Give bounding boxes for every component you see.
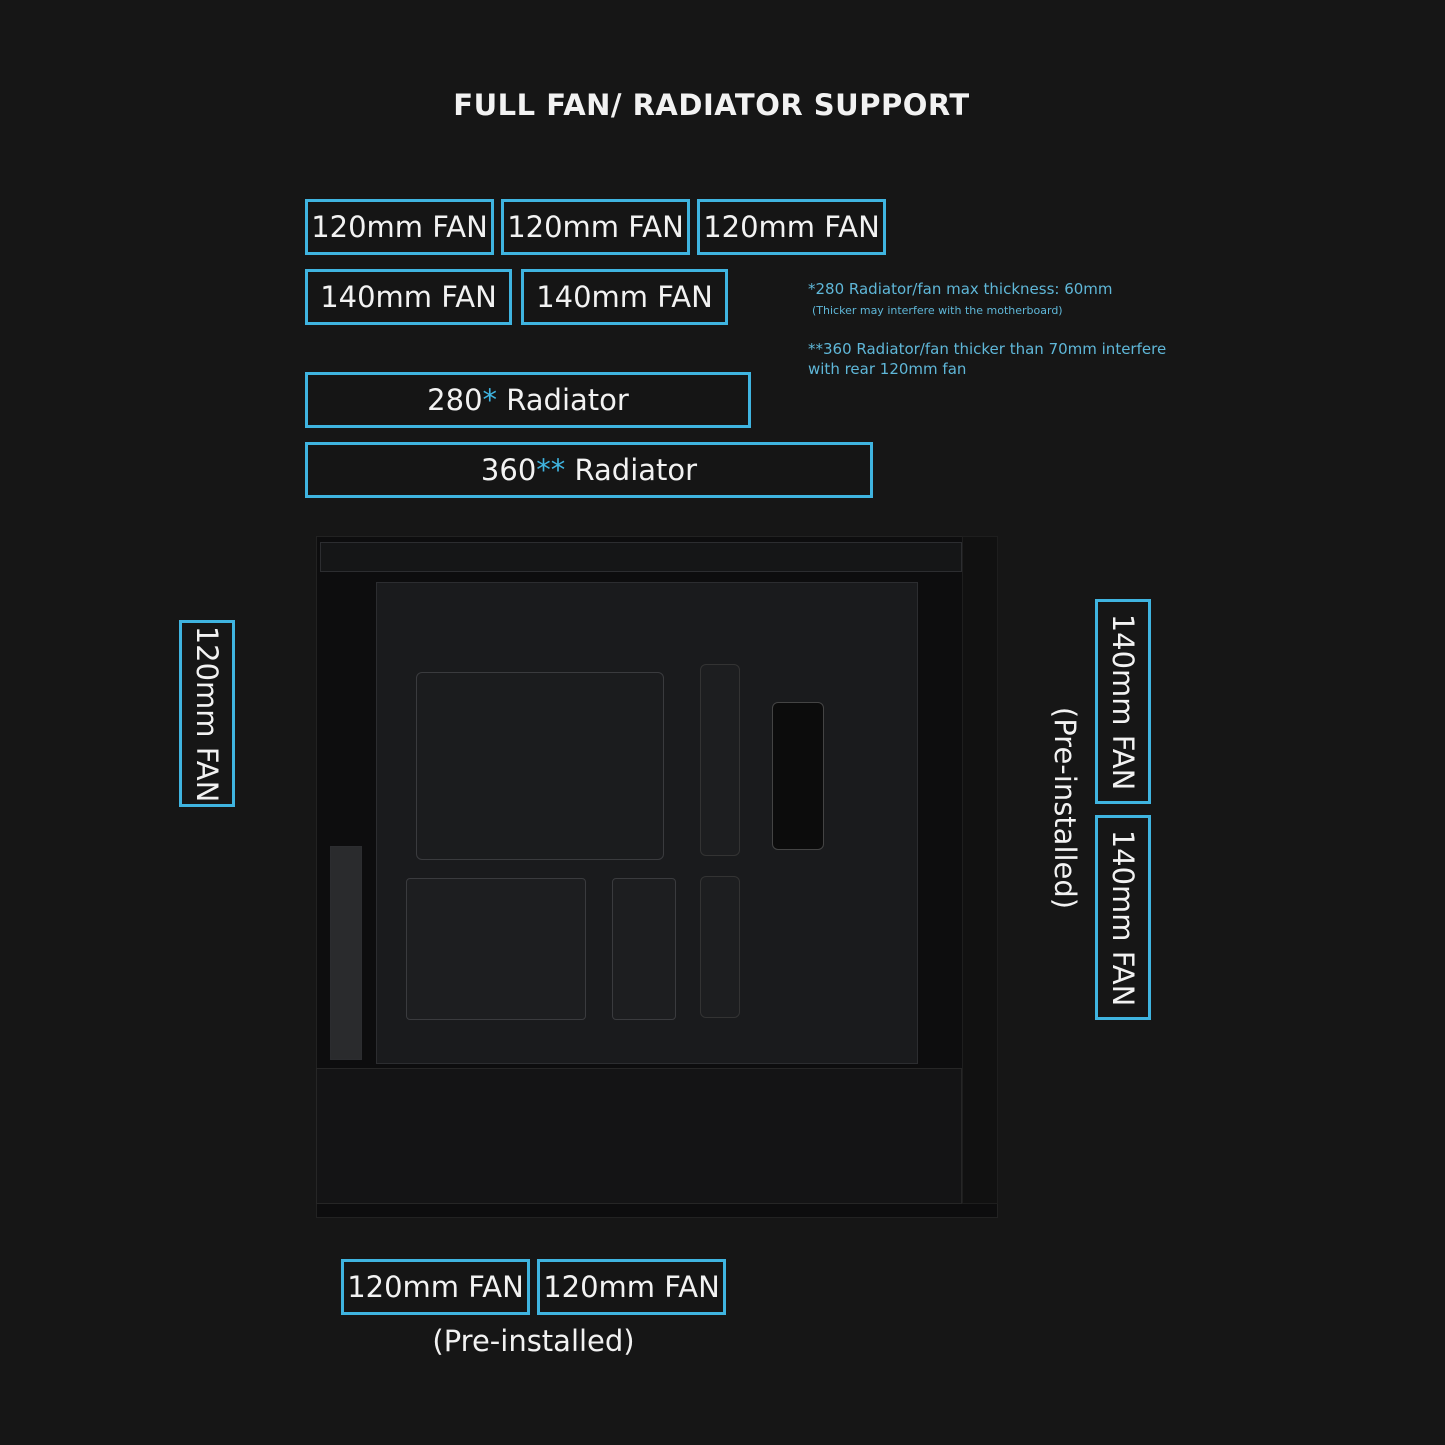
front-preinstalled-note: (Pre-installed) — [1045, 705, 1085, 911]
radiator-360-marker: ** — [536, 453, 566, 487]
footnote-280-subtext: (Thicker may interfere with the motherbo… — [812, 304, 1063, 317]
pc-case-illustration — [316, 536, 998, 1218]
footnote-360-line1: **360 Radiator/fan thicker than 70mm int… — [808, 340, 1167, 358]
bottom-120mm-fan-1: 120mm FAN — [341, 1259, 530, 1315]
bottom-preinstalled-label: (Pre-installed) — [432, 1324, 635, 1358]
front-140mm-fan-2-label: 140mm FAN — [1106, 829, 1140, 1006]
front-140mm-fan-2-box: 140mm FAN — [1095, 815, 1151, 1020]
front-140mm-fan-1-box: 140mm FAN — [1095, 599, 1151, 804]
footnote-360-line2: with rear 120mm fan — [808, 360, 967, 378]
rear-120mm-fan-label: 120mm FAN — [190, 625, 224, 802]
page-title: FULL FAN/ RADIATOR SUPPORT — [453, 88, 970, 122]
top-120mm-fan-2: 120mm FAN — [501, 199, 690, 255]
footnote-280-text: *280 Radiator/fan max thickness: 60mm — [808, 280, 1113, 298]
radiator-360-label: Radiator — [574, 453, 698, 487]
radiator-280-label: Radiator — [506, 383, 629, 417]
radiator-360-box: 360** Radiator — [305, 442, 873, 498]
front-140mm-fan-1-label: 140mm FAN — [1106, 613, 1140, 790]
radiator-360-size: 360 — [480, 453, 537, 487]
bottom-120mm-fan-2: 120mm FAN — [537, 1259, 726, 1315]
radiator-280-marker: * — [482, 383, 498, 417]
front-preinstalled-label: (Pre-installed) — [1048, 706, 1082, 910]
top-140mm-fan-1: 140mm FAN — [305, 269, 512, 325]
rear-120mm-fan-box: 120mm FAN — [179, 620, 235, 807]
top-140mm-fan-2: 140mm FAN — [521, 269, 728, 325]
footnote-280: *280 Radiator/fan max thickness: 60mm (T… — [808, 279, 1113, 321]
radiator-280-box: 280* Radiator — [305, 372, 751, 428]
top-120mm-fan-3: 120mm FAN — [697, 199, 886, 255]
top-120mm-fan-1: 120mm FAN — [305, 199, 494, 255]
footnote-360: **360 Radiator/fan thicker than 70mm int… — [808, 339, 1166, 379]
radiator-280-size: 280 — [427, 383, 483, 417]
